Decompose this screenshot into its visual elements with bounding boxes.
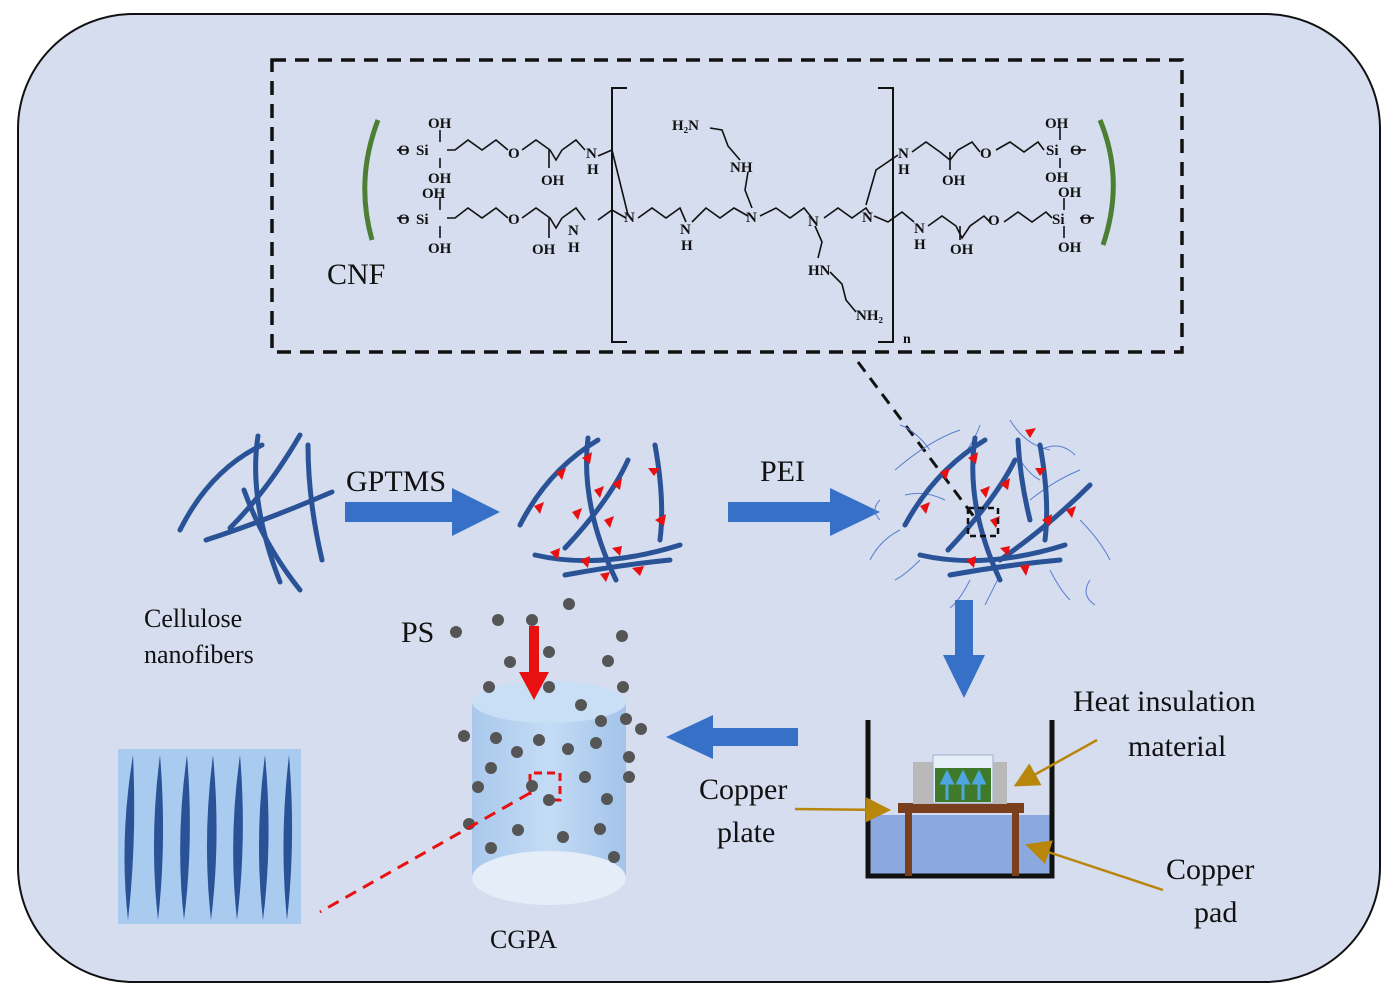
- down-arrow: [943, 600, 985, 698]
- cnf-label: CNF: [327, 258, 385, 291]
- cgpa-label: CGPA: [490, 925, 557, 954]
- svg-text:Si: Si: [1046, 143, 1059, 159]
- svg-text:O: O: [398, 143, 410, 159]
- gptms-label: GPTMS: [346, 465, 446, 498]
- cellulose-label-line2: nanofibers: [144, 640, 254, 669]
- svg-text:OH: OH: [428, 171, 452, 187]
- svg-text:HN: HN: [808, 263, 831, 279]
- background-panel: [17, 13, 1381, 983]
- svg-text:O: O: [1080, 212, 1092, 228]
- cgpa-aerogel: [472, 681, 626, 905]
- svg-text:O: O: [398, 212, 410, 228]
- svg-text:H: H: [681, 238, 693, 254]
- svg-text:H: H: [914, 237, 926, 253]
- cylinder-bottom: [472, 851, 626, 905]
- svg-text:O: O: [980, 146, 992, 162]
- aligned-microstructure: [118, 749, 301, 924]
- copper-plate-label-line1: Copper: [699, 773, 787, 806]
- gptms-fibers: [517, 435, 683, 583]
- svg-text:N: N: [862, 210, 873, 226]
- ps-label: PS: [401, 616, 434, 649]
- copper-plate: [898, 803, 1024, 813]
- zoom-leader-line: [856, 361, 977, 519]
- copper-pad-leg-right: [1012, 812, 1019, 876]
- bond-lines: [397, 127, 1094, 313]
- svg-text:O: O: [1070, 143, 1082, 159]
- svg-text:OH: OH: [1058, 240, 1082, 256]
- cylinder-body: [472, 702, 626, 878]
- cnf-left-arc: [362, 119, 381, 241]
- gptms-arrow: [345, 488, 500, 536]
- copper-pad-label-line2: pad: [1194, 896, 1237, 929]
- cylinder-top: [472, 681, 626, 723]
- copper-plate-label-line2: plate: [717, 816, 775, 849]
- svg-text:Si: Si: [1052, 212, 1065, 228]
- svg-text:H₂N: H₂N: [672, 118, 699, 134]
- coolant-bath: [868, 815, 1052, 875]
- svg-text:Si: Si: [416, 143, 429, 159]
- atom-labels: O Si OH OH O OH N H OH O Si OH O OH N H …: [398, 116, 1092, 324]
- svg-text:OH: OH: [422, 186, 446, 202]
- svg-text:N: N: [568, 223, 579, 239]
- repeat-n-label: n: [903, 332, 911, 347]
- copper-plate-arrow: [794, 797, 891, 823]
- zoom-region-box: [966, 506, 1000, 538]
- heat-insulation-label-line2: material: [1128, 730, 1226, 763]
- svg-text:H: H: [587, 162, 599, 178]
- freeze-casting-setup: [865, 720, 1055, 879]
- svg-text:N: N: [898, 146, 909, 162]
- microstructure-leader-line: [319, 791, 531, 914]
- cnf-right-arc: [1097, 119, 1116, 246]
- ps-insert-arrow: [519, 626, 549, 700]
- structure-dashed-box: [270, 58, 1184, 354]
- left-arrow: [666, 715, 798, 759]
- svg-text:O: O: [988, 213, 1000, 229]
- pei-label: PEI: [760, 455, 805, 488]
- svg-text:N: N: [808, 214, 819, 230]
- svg-text:OH: OH: [942, 173, 966, 189]
- svg-text:OH: OH: [541, 173, 565, 189]
- svg-text:NH: NH: [730, 160, 753, 176]
- cellulose-fibers: [177, 432, 335, 593]
- pei-arrow: [728, 488, 880, 536]
- copper-pad-leg-left: [905, 812, 912, 876]
- svg-text:N: N: [914, 221, 925, 237]
- svg-text:N: N: [586, 146, 597, 162]
- svg-text:O: O: [508, 146, 520, 162]
- svg-text:O: O: [508, 212, 520, 228]
- svg-text:OH: OH: [950, 242, 974, 258]
- pei-fibers: [869, 419, 1111, 609]
- svg-text:OH: OH: [428, 116, 452, 132]
- ps-spheres: [450, 598, 647, 863]
- svg-text:OH: OH: [1045, 116, 1069, 132]
- repeat-bracket-left: [611, 87, 627, 343]
- heat-insulation-label-line1: Heat insulation: [1073, 685, 1255, 718]
- repeat-bracket-right: [878, 87, 894, 343]
- svg-text:N: N: [624, 210, 635, 226]
- svg-text:H: H: [568, 240, 580, 256]
- svg-text:OH: OH: [1045, 170, 1069, 186]
- cellulose-label-line1: Cellulose: [144, 604, 242, 633]
- svg-text:N: N: [680, 222, 691, 238]
- svg-text:OH: OH: [1058, 185, 1082, 201]
- svg-text:N: N: [746, 210, 757, 226]
- freeze-direction-arrows: [939, 769, 987, 800]
- copper-pad-arrow: [1025, 840, 1164, 892]
- svg-text:OH: OH: [532, 242, 556, 258]
- copper-pad-label-line1: Copper: [1166, 853, 1254, 886]
- svg-text:OH: OH: [428, 241, 452, 257]
- heat-insulation-arrow: [1013, 738, 1098, 787]
- chemical-structure: CNF n: [270, 58, 1184, 519]
- svg-text:NH₂: NH₂: [856, 308, 884, 324]
- svg-text:H: H: [898, 162, 910, 178]
- svg-text:Si: Si: [416, 212, 429, 228]
